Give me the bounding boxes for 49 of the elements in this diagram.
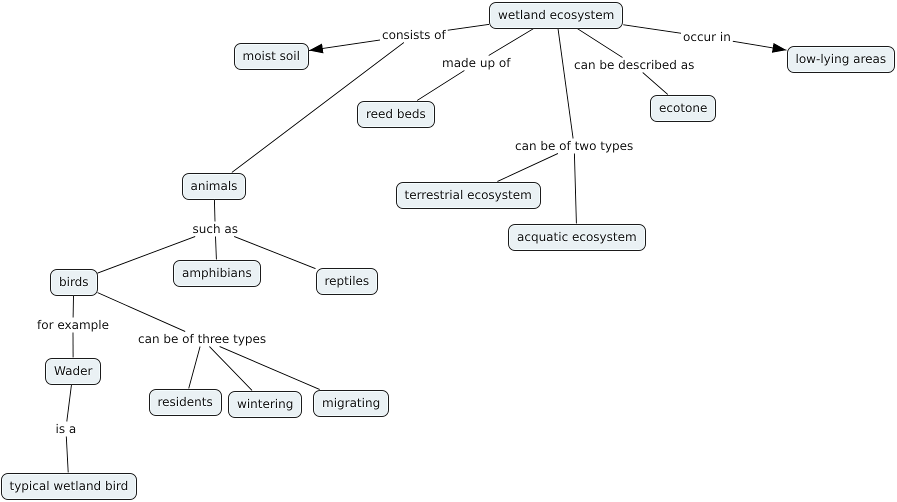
connector-line bbox=[447, 24, 490, 31]
concept-box: amphibians bbox=[173, 260, 261, 286]
concept-box: typical wetland bird bbox=[0, 472, 138, 500]
concept-box: acquatic ecosystem bbox=[508, 224, 646, 250]
connector-line bbox=[208, 346, 253, 391]
connector-line bbox=[576, 28, 623, 58]
linking-phrase: such as bbox=[190, 222, 240, 236]
connector-line bbox=[72, 332, 74, 358]
connector-line bbox=[214, 199, 216, 222]
connector-line bbox=[488, 28, 534, 56]
connector-line bbox=[66, 436, 69, 473]
connector-line bbox=[215, 236, 217, 260]
connector-line bbox=[97, 236, 196, 274]
linking-phrase: made up of bbox=[440, 56, 512, 70]
connector-line bbox=[231, 42, 404, 173]
connector-line bbox=[642, 72, 668, 95]
linking-phrase: for example bbox=[35, 318, 111, 332]
concept-box: wintering bbox=[228, 390, 302, 418]
connector-line bbox=[574, 153, 577, 224]
arrow bbox=[732, 40, 787, 53]
concept-box: moist soil bbox=[234, 42, 309, 70]
connector-line bbox=[72, 295, 74, 318]
concept-box: reed beds bbox=[357, 100, 435, 128]
linking-phrase: occur in bbox=[681, 30, 733, 44]
connector-line bbox=[496, 153, 558, 182]
connector-line bbox=[234, 236, 316, 270]
concept-box: animals bbox=[182, 172, 246, 200]
concept-box: residents bbox=[148, 388, 222, 416]
arrow bbox=[308, 40, 380, 54]
concept-box: terrestrial ecosystem bbox=[396, 182, 541, 208]
connector-line bbox=[416, 70, 465, 101]
concept-box: wetland ecosystem bbox=[489, 2, 624, 28]
linking-phrase: can be of two types bbox=[513, 138, 636, 154]
connector-line bbox=[558, 28, 574, 139]
concept-box: ecotone bbox=[650, 94, 716, 122]
connector-line bbox=[188, 346, 201, 389]
linking-phrase: can be of three types bbox=[136, 332, 268, 346]
connector-line bbox=[622, 24, 682, 34]
linking-phrase: is a bbox=[54, 422, 78, 436]
connector-line bbox=[66, 384, 72, 422]
concept-box: reptiles bbox=[316, 268, 378, 294]
concept-box: low-lying areas bbox=[786, 46, 896, 72]
connector-line bbox=[97, 292, 186, 332]
linking-phrase: consists of bbox=[380, 28, 448, 42]
connector-line bbox=[219, 346, 320, 390]
concept-box: migrating bbox=[313, 390, 390, 416]
linking-phrase: can be described as bbox=[572, 58, 696, 72]
concept-box: birds bbox=[50, 268, 98, 296]
concept-box: Wader bbox=[45, 358, 102, 384]
